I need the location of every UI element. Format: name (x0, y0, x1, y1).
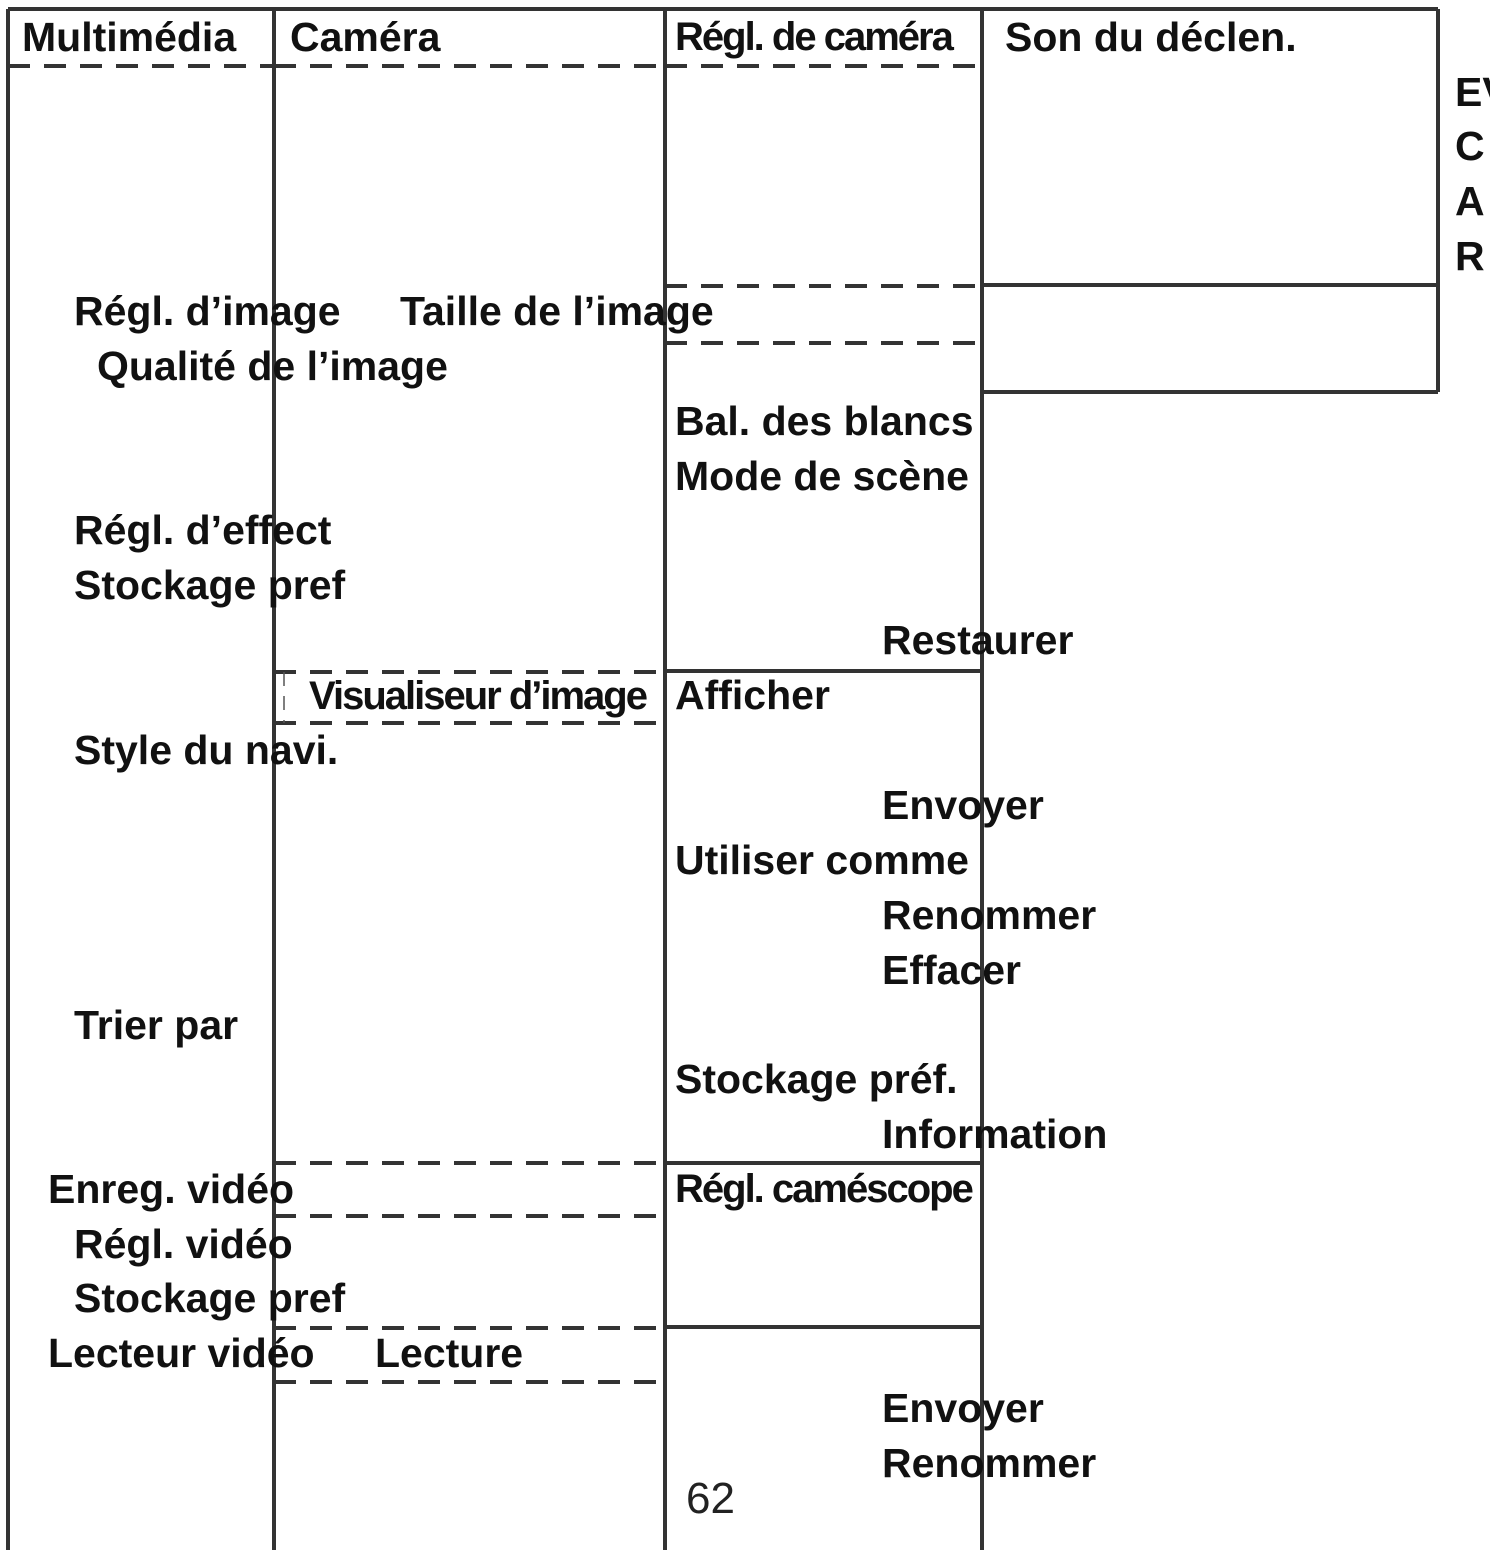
item-envoyer-1: Envoyer (882, 782, 1044, 828)
item-regl-image: Régl. d’image (74, 288, 341, 334)
right-cut-r: R (1455, 233, 1485, 279)
right-cut-a: A (1455, 178, 1485, 224)
item-enreg-video: Enreg. vidéo (48, 1166, 295, 1212)
item-bal-blancs: Bal. des blancs (675, 398, 974, 444)
item-stockage-pref-1: Stockage pref (74, 562, 346, 608)
item-information: Information (882, 1111, 1108, 1157)
item-qualite-image: Qualité de l’image (97, 343, 448, 389)
item-trier-par: Trier par (74, 1002, 239, 1048)
item-regl-video: Régl. vidéo (74, 1221, 293, 1267)
item-afficher: Afficher (675, 672, 830, 718)
item-envoyer-2: Envoyer (882, 1385, 1044, 1431)
item-lecture: Lecture (375, 1330, 524, 1376)
right-cut-c: C (1455, 123, 1485, 169)
item-stockage-pref-accent: Stockage préf. (675, 1056, 958, 1102)
page-number: 62 (686, 1474, 735, 1523)
item-renommer-2: Renommer (882, 1440, 1097, 1486)
item-taille-image: Taille de l’image (400, 288, 714, 334)
right-cut-ev: EV (1455, 69, 1490, 115)
header-son-declen: Son du déclen. (1005, 14, 1297, 60)
item-regl-camescope: Régl. caméscope (675, 1167, 974, 1211)
header-camera: Caméra (290, 14, 441, 60)
item-restaurer: Restaurer (882, 617, 1074, 663)
item-regl-effect: Régl. d’effect (74, 507, 332, 553)
header-multimedia: Multimédia (22, 14, 237, 60)
item-visualiseur-image: Visualiseur d’image (309, 674, 648, 718)
item-effacer: Effacer (882, 947, 1022, 993)
item-utiliser-comme: Utiliser comme (675, 837, 969, 883)
item-renommer-1: Renommer (882, 892, 1097, 938)
item-mode-scene: Mode de scène (675, 453, 969, 499)
header-regl-camera: Régl. de caméra (675, 15, 954, 59)
item-style-navi: Style du navi. (74, 727, 339, 773)
item-lecteur-video: Lecteur vidéo (48, 1330, 315, 1376)
item-stockage-pref-2: Stockage pref (74, 1275, 346, 1321)
